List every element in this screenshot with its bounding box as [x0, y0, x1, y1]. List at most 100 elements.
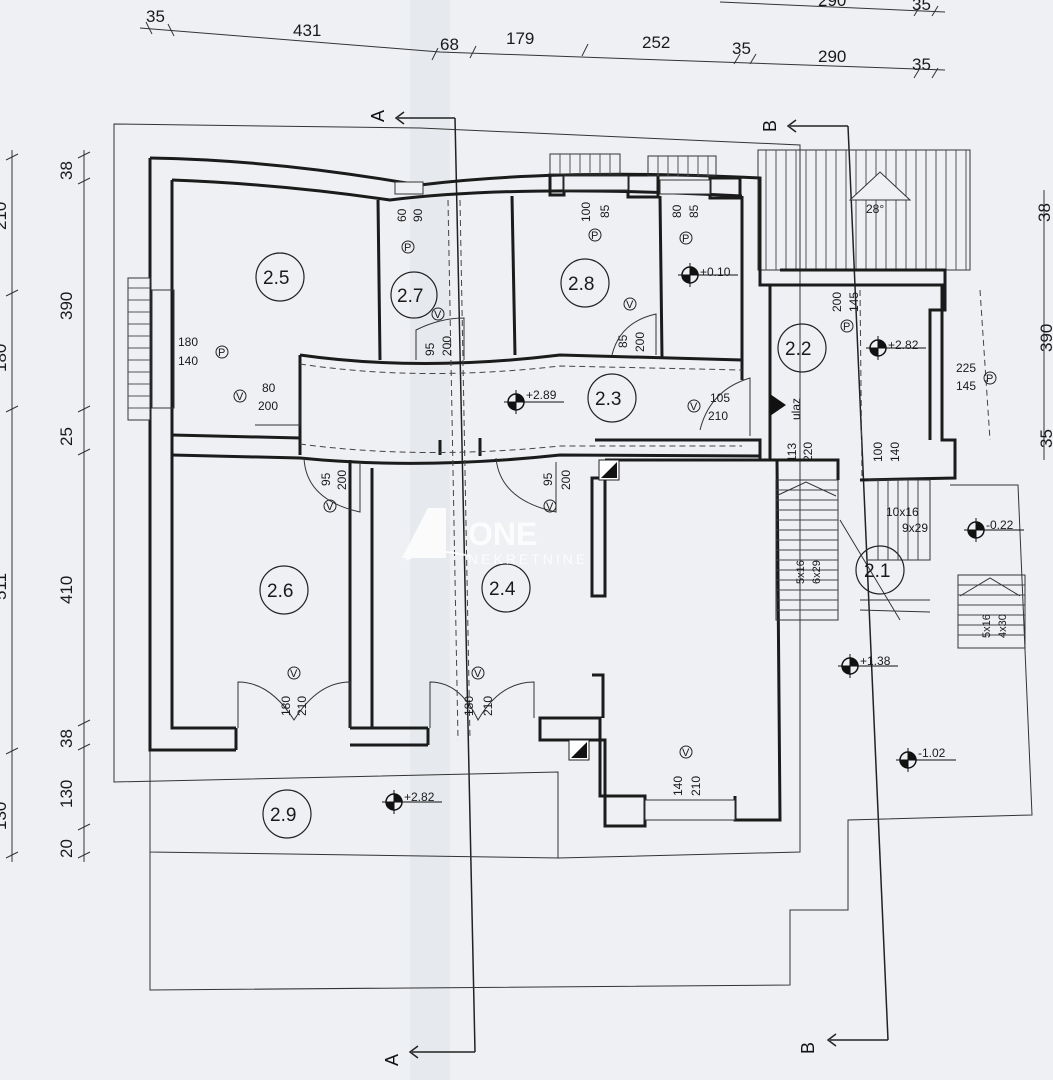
section-a-top: A [368, 110, 388, 122]
room-circle [777, 323, 827, 373]
opening-4-height: 145 [847, 292, 861, 312]
level-2-89: +2.89 [526, 388, 557, 402]
mark-v-7: V [290, 668, 298, 680]
entrance-label: ulaz [789, 398, 803, 420]
opening-6-width: 80 [262, 381, 276, 395]
watermark-building-icon [402, 508, 446, 558]
level-1-38: +1.38 [860, 654, 891, 668]
opening-5-width: 180 [178, 335, 198, 349]
dim-top-7: 290 [818, 47, 846, 66]
mark-v-9: V [682, 747, 690, 759]
dim-top-3: 68 [440, 35, 459, 54]
mark-v-8: V [474, 668, 482, 680]
stair-note-4: 6x29 [811, 560, 823, 584]
mark-v-1: V [236, 391, 244, 403]
opening-17-width: 140 [671, 776, 685, 796]
section-b-bottom: B [798, 1042, 818, 1054]
room-circle [587, 373, 637, 423]
dim-right-3: 35 [1037, 429, 1053, 448]
room-circle [560, 258, 610, 308]
room-circle [481, 563, 531, 613]
windows [127, 153, 736, 821]
room-label-2-6: 2.6 [267, 581, 293, 602]
dim-top-partial-1: 290 [818, 0, 846, 10]
watermark-subtitle: NEKRETNINE [468, 551, 588, 567]
opening-markers [215, 228, 997, 759]
room-label-2-3: 2.3 [595, 389, 621, 410]
room-label-2-5: 2.5 [263, 268, 289, 289]
watermark-logo [402, 508, 471, 561]
opening-8-width: 85 [616, 334, 630, 348]
opening-3-width: 80 [670, 204, 684, 218]
dim-left-3: 25 [57, 427, 76, 446]
opening-15-width: 180 [279, 696, 293, 716]
stair-note-1: 10x16 [886, 505, 919, 519]
dim-left-outer-3: 511 [0, 573, 10, 600]
room-circle [390, 271, 438, 319]
room-label-2-7: 2.7 [397, 286, 423, 307]
stair-note-5: 5x16 [981, 614, 993, 638]
opening-7-width: 95 [423, 342, 437, 356]
level-markers [382, 263, 1024, 814]
opening-4-width: 200 [830, 292, 844, 312]
top-dimension-line [139, 1, 946, 79]
section-line-b [786, 119, 889, 1047]
level-marker [964, 518, 1024, 542]
opening-8-height: 200 [633, 332, 647, 352]
mark-p-5: P [218, 347, 225, 359]
stairs [775, 479, 1026, 649]
roof-angle: 28° [866, 202, 884, 216]
room-label-2-8: 2.8 [568, 274, 594, 295]
opening-11-width: 113 [785, 443, 799, 462]
dim-right-2: 390 [1037, 324, 1053, 352]
opening-1-width: 60 [395, 208, 409, 222]
dim-right-1: 38 [1035, 203, 1053, 222]
opening-6-height: 200 [258, 399, 278, 413]
room-markers [255, 252, 905, 839]
mark-p-2: P [591, 230, 598, 242]
level-marker [866, 336, 926, 360]
watermark-name: ONE [468, 516, 537, 552]
level-2-82-b: +2.82 [404, 790, 435, 804]
mark-v-4: V [690, 401, 698, 413]
opening-14-width: 95 [541, 472, 555, 486]
roof-outline [113, 123, 801, 859]
level-marker [504, 390, 564, 414]
dim-left-outer-2: 180 [0, 344, 10, 372]
opening-1-height: 90 [411, 208, 425, 222]
room-circle [259, 565, 309, 615]
dim-top-6: 35 [732, 39, 751, 58]
room-label-2-4: 2.4 [489, 579, 516, 600]
opening-12-height: 140 [888, 442, 902, 462]
left-dimension-line [5, 150, 91, 862]
opening-17-height: 210 [689, 776, 703, 796]
level-marker [678, 263, 738, 287]
mark-p-6: P [986, 373, 993, 385]
doors [237, 313, 751, 761]
dim-top-8: 35 [912, 55, 931, 74]
dim-left-4: 410 [57, 576, 76, 604]
level-marker [896, 748, 956, 772]
opening-5-height: 140 [178, 354, 198, 368]
opening-13-height: 200 [335, 470, 349, 490]
stair-note-6: 4x30 [997, 614, 1009, 638]
dim-left-6: 130 [57, 780, 76, 808]
level-minus-0-22: -0.22 [986, 518, 1014, 532]
dim-top-partial-2: 35 [912, 0, 931, 14]
opening-16-height: 210 [481, 696, 495, 716]
opening-15-height: 210 [295, 696, 309, 716]
opening-16-width: 180 [462, 696, 476, 716]
section-a-bottom: A [382, 1054, 402, 1066]
room-label-2-1: 2.1 [864, 561, 890, 582]
dim-left-5: 38 [57, 729, 76, 748]
opening-2-width: 100 [579, 202, 593, 222]
dim-top-4: 179 [506, 29, 534, 48]
opening-10-height: 145 [956, 379, 976, 393]
section-line-a [394, 111, 476, 1059]
dim-left-1: 38 [57, 161, 76, 180]
opening-9-width: 105 [710, 391, 730, 405]
mark-p-1: P [404, 242, 411, 254]
level-0-10: +0.10 [700, 265, 731, 279]
room-circle [255, 252, 305, 302]
